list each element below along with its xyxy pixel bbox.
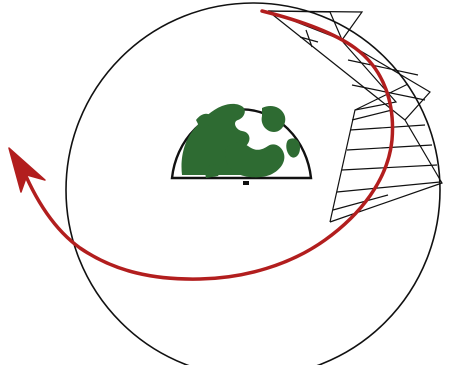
earth-hemisphere bbox=[172, 104, 311, 185]
position-marker bbox=[243, 181, 249, 185]
arrowhead-icon bbox=[9, 148, 45, 192]
hatched-wedge bbox=[268, 11, 442, 222]
orbit-circle bbox=[66, 3, 440, 365]
